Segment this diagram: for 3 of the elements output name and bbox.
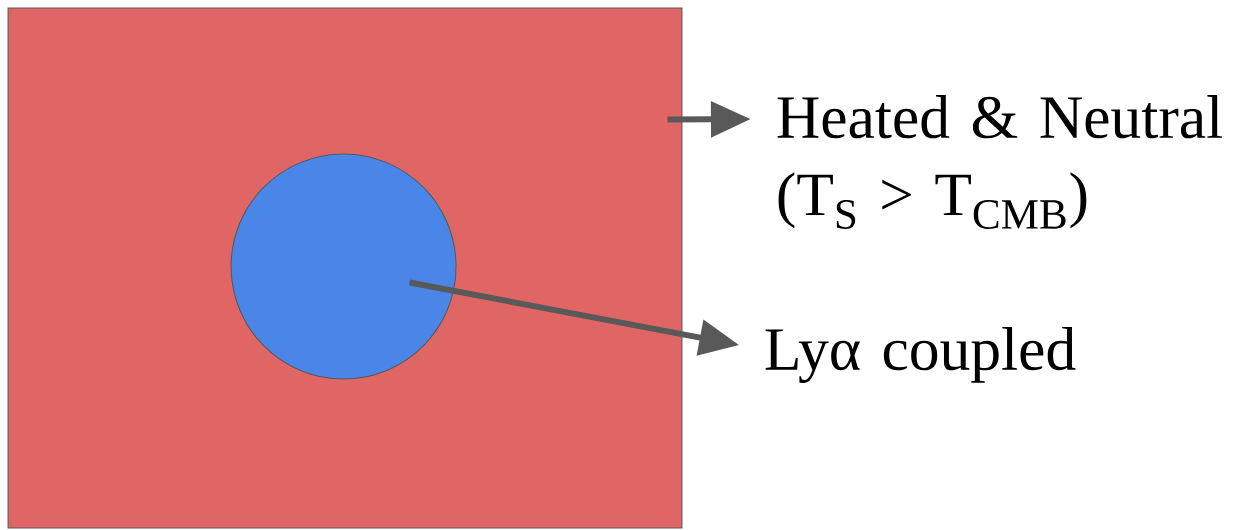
label-text: Heated & Neutral (T$_{S}$ > T$_{CMB}$)	[777, 95, 1222, 229]
circle	[230, 153, 457, 380]
label-text: Lyα coupled	[765, 327, 1076, 383]
